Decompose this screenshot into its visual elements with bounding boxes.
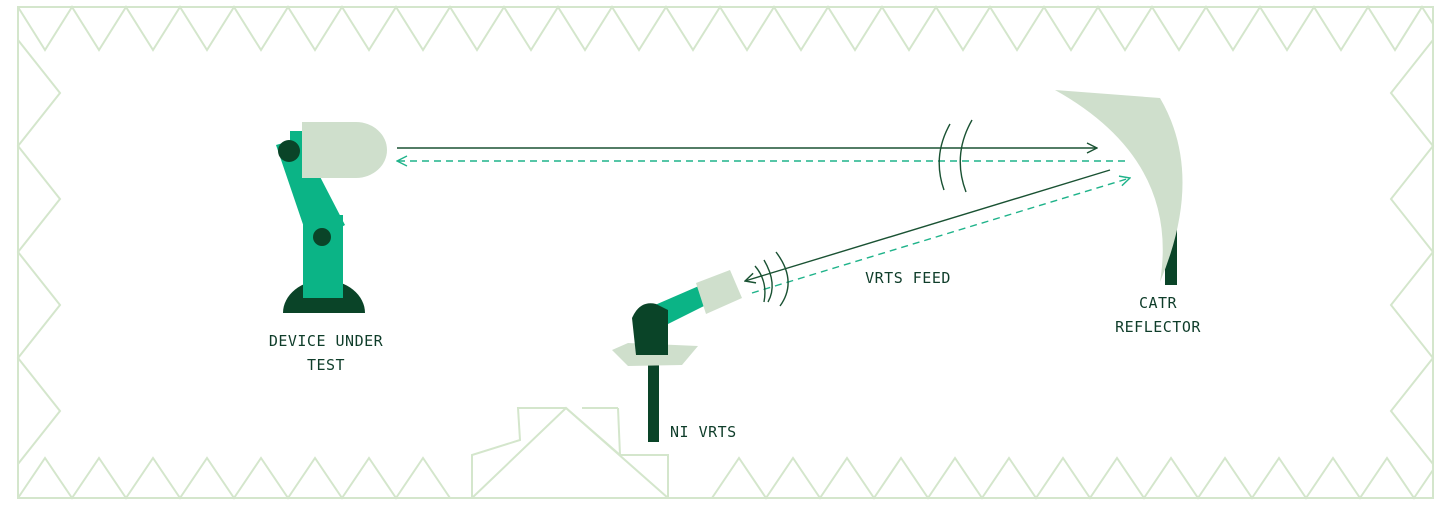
zigzag-border: [16, 5, 1435, 500]
wave-arc-2: [959, 119, 973, 193]
feed-wave-arc-2: [775, 251, 789, 307]
wave-arc-1: [938, 123, 951, 191]
vrts-gimbal: [632, 303, 668, 355]
bottom-crown-inner: [471, 406, 669, 499]
robot-joint-top: [278, 140, 300, 162]
top-zigzag: [17, 5, 1434, 52]
feed-wave-arc-1: [754, 265, 766, 303]
vrts-stand: [648, 355, 659, 442]
device-under-test: [276, 122, 387, 313]
label-dut-line-2: TEST: [306, 356, 346, 374]
robot-joint-middle: [313, 228, 331, 246]
feed-to-reflector-path: [751, 178, 1130, 294]
bottom-crown: [471, 407, 669, 498]
label-catr-reflector: CATR REFLECTOR: [1058, 291, 1258, 339]
dut-antenna-head: [302, 122, 387, 178]
signal-paths: [397, 148, 1130, 294]
bottom-zigzag-right: [711, 456, 1434, 500]
vrts-horn-tip: [696, 270, 742, 314]
catr-reflector: [1055, 90, 1183, 285]
bottom-zigzag-left: [17, 456, 451, 500]
wave-fronts: [754, 119, 973, 307]
reflector-to-feed-path: [745, 169, 1111, 281]
label-vrts-feed: VRTS FEED: [865, 269, 951, 287]
reflector-dish: [1055, 90, 1183, 282]
ni-vrts: [612, 270, 742, 442]
label-reflector-line-1: CATR: [1138, 294, 1178, 312]
label-dut-line-1: DEVICE UNDER: [268, 332, 384, 350]
label-ni-vrts: NI VRTS: [670, 423, 737, 441]
label-reflector-line-2: REFLECTOR: [1115, 318, 1201, 336]
left-zigzag: [16, 39, 62, 465]
right-zigzag: [1389, 39, 1435, 465]
label-device-under-test: DEVICE UNDER TEST: [226, 329, 426, 377]
